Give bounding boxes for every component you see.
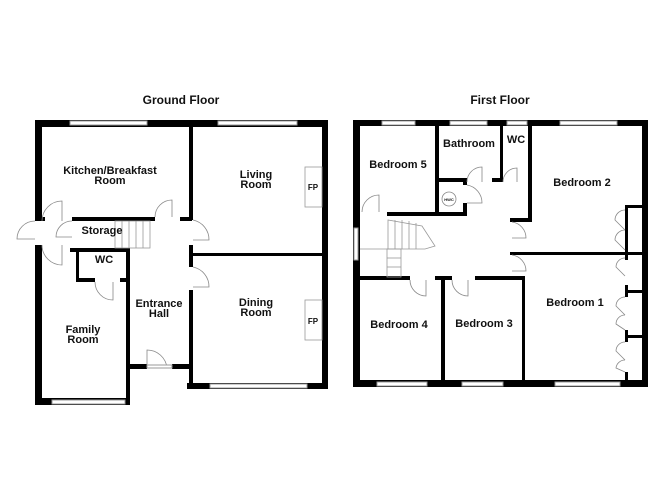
first-floor-wc-label: WC: [507, 134, 525, 146]
first-floor-title: First Floor: [470, 93, 530, 107]
ground-floor-title: Ground Floor: [143, 93, 220, 107]
family-room-label-line1: Family: [66, 324, 102, 336]
ground-floor-doors: [16, 199, 210, 369]
ground-floor-stairs: [114, 220, 151, 249]
dining-room-fireplace: [304, 299, 323, 341]
first-floor-stairs: [360, 219, 436, 278]
dining-room-label-line2: Room: [240, 307, 271, 319]
hot-water-cylinder: [441, 191, 457, 207]
ground-floor-plan: Ground Floor: [16, 93, 328, 405]
living-room-label-line2: Room: [240, 179, 271, 191]
first-floor-windows: [353, 120, 621, 387]
living-fp-label: FP: [308, 183, 319, 192]
living-room-label-line1: Living: [240, 169, 272, 181]
dining-room-label-line1: Dining: [239, 297, 273, 309]
wc-label: WC: [95, 254, 113, 266]
dining-fp-label: FP: [308, 317, 319, 326]
bedroom3-label: Bedroom 3: [455, 318, 512, 330]
kitchen-label-line2: Room: [94, 175, 125, 187]
storage-label: Storage: [82, 225, 123, 237]
bedroom4-label: Bedroom 4: [370, 319, 428, 331]
first-floor-doors: [361, 166, 626, 373]
bedroom2-label: Bedroom 2: [553, 177, 610, 189]
bedroom5-label: Bedroom 5: [369, 159, 426, 171]
ground-floor-walls: [35, 120, 328, 405]
entrance-hall-label-line1: Entrance: [135, 298, 182, 310]
bedroom1-label: Bedroom 1: [546, 297, 603, 309]
first-floor-plan: First Floor: [353, 93, 648, 387]
family-room-label-line2: Room: [67, 334, 98, 346]
entrance-hall-label-line2: Hall: [149, 308, 169, 320]
bathroom-label: Bathroom: [443, 138, 495, 150]
living-room-fireplace: [304, 166, 323, 208]
kitchen-label-line1: Kitchen/Breakfast: [63, 165, 157, 177]
hwc-label: HWC: [444, 197, 454, 202]
ground-floor-windows: [51, 120, 308, 405]
